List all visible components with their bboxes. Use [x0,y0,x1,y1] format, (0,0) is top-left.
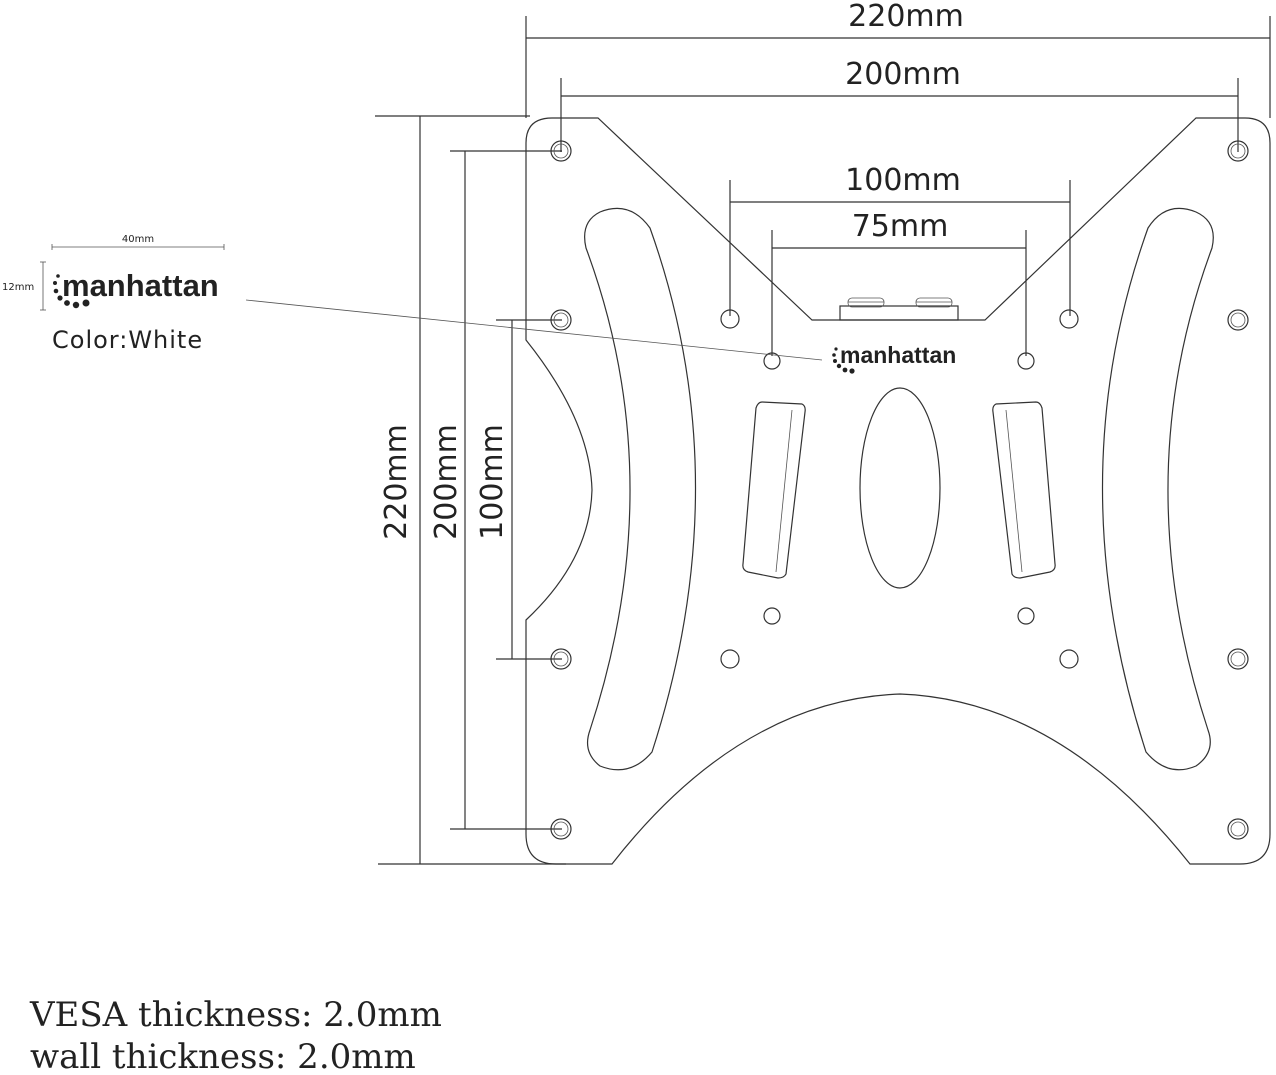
top-tab [839,305,959,321]
hole-side-right-lower [1227,648,1249,670]
hole-75-bottom-right [1017,607,1035,625]
left-dimension-200: 200mm [429,150,562,830]
hole-100-top-left [720,309,740,329]
dim-label-75-horizontal: 75mm [852,209,949,244]
dimension-75-horizontal: 75mm [771,209,1027,356]
callout-height-label: 12mm [2,282,34,293]
dim-label-top-200: 200mm [845,57,961,92]
plate-logo-dots-icon [832,347,855,374]
hole-75-top-left [763,352,781,370]
logo-callout: 40mm 12mm manhattan Color:White [2,234,225,354]
plate-outline [525,117,1271,865]
dim-label-left-200: 200mm [429,424,464,540]
callout-logo-dots-icon [53,274,90,309]
right-curved-slot [1101,207,1214,771]
mounting-holes-100 [720,309,1079,669]
mounting-holes-200 [550,140,1249,840]
logo-leader-line [245,299,823,361]
center-oval-cutout [859,387,941,589]
color-label: Color:White [52,326,203,354]
hole-200-top-right [1227,140,1249,162]
callout-logo-text: manhattan [62,268,219,303]
hole-side-left-lower [550,648,572,670]
hole-100-bottom-right [1059,649,1079,669]
left-curved-slot [584,207,697,771]
hole-200-bottom-left [550,818,572,840]
dim-label-left-100: 100mm [475,424,510,540]
hole-side-right-upper [1227,309,1249,331]
top-dimension-220: 220mm [525,0,1271,118]
plate-logo-text: manhattan [840,342,956,368]
hole-75-top-right [1017,352,1035,370]
wall-thickness-text: wall thickness: 2.0mm [30,1037,416,1075]
vesa-thickness-text: VESA thickness: 2.0mm [29,995,442,1035]
mounting-holes-side [550,309,1249,670]
left-center-slot [742,401,806,579]
hole-100-top-right [1059,309,1079,329]
tab-screws [847,297,953,308]
dimension-100-horizontal: 100mm [729,163,1071,316]
callout-width-label: 40mm [122,234,154,245]
plate-logo: manhattan [832,342,956,374]
hole-200-top-left [550,140,572,162]
left-dimension-220: 220mm [375,115,566,865]
dim-label-top-220: 220mm [848,0,964,34]
hole-75-bottom-left [763,607,781,625]
hole-200-bottom-right [1227,818,1249,840]
right-center-slot [992,401,1056,579]
top-dimension-200: 200mm [560,57,1239,152]
hole-side-left-upper [550,309,572,331]
hole-100-bottom-left [720,649,740,669]
mounting-holes-75 [763,352,1035,625]
dim-label-100-horizontal: 100mm [845,163,961,198]
dim-label-left-220: 220mm [379,424,414,540]
